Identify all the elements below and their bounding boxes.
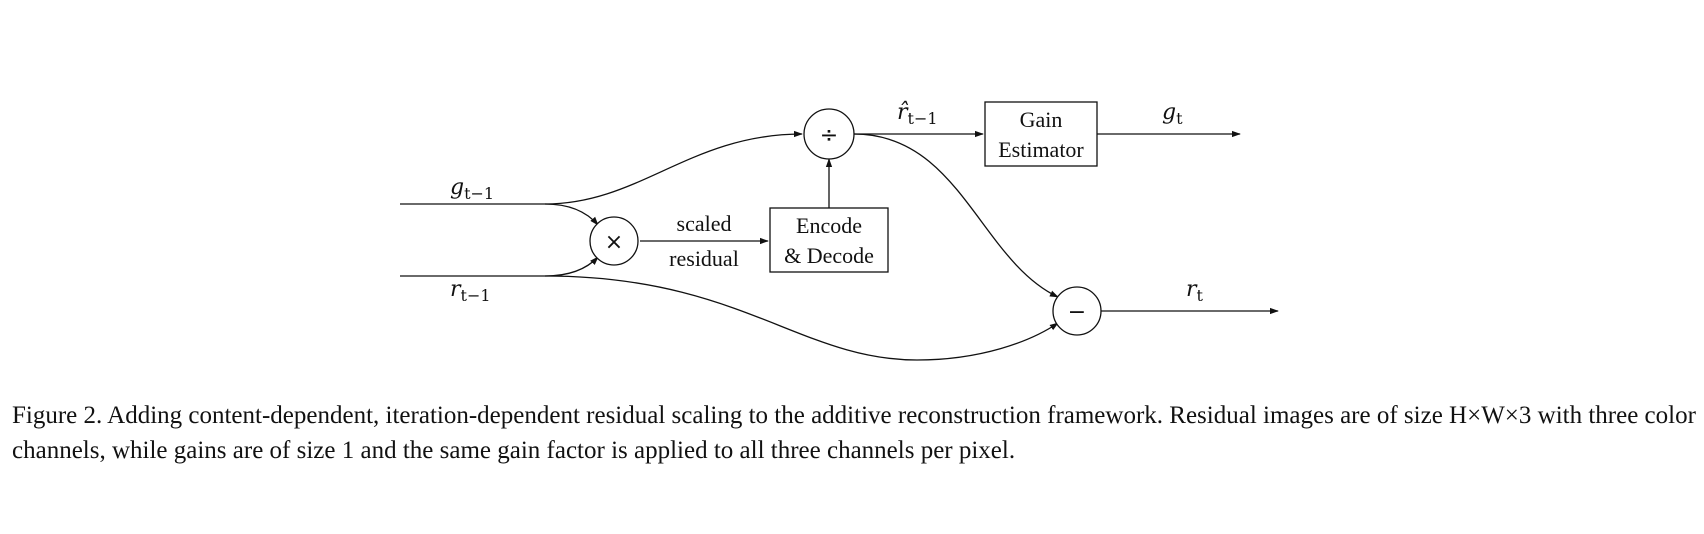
gain-prev-label: gt−1 bbox=[450, 175, 494, 203]
wire-gain-to-multiply bbox=[544, 203, 599, 226]
gain-out-base: g bbox=[1162, 100, 1176, 125]
scaled-residual-label-line2: residual bbox=[669, 246, 739, 271]
rhat-label: r̂t−1 bbox=[897, 100, 938, 128]
encode-decode-label-line1: Encode bbox=[796, 213, 862, 238]
wire-gain-to-divide bbox=[544, 130, 803, 205]
rhat-base: r̂ bbox=[897, 100, 909, 125]
subtract-symbol: − bbox=[1068, 300, 1086, 325]
divide-symbol: ÷ bbox=[820, 123, 838, 148]
residual-prev-subscript: t−1 bbox=[461, 286, 491, 305]
wire-rhat-to-subtract bbox=[853, 133, 1059, 298]
residual-out-label: rt bbox=[1186, 277, 1204, 305]
gain-out-subscript: t bbox=[1176, 109, 1183, 128]
gain-prev-subscript: t−1 bbox=[464, 184, 494, 203]
multiply-node bbox=[589, 216, 639, 266]
subtract-node bbox=[1052, 286, 1102, 336]
gain-estimator-label-line1: Gain bbox=[1020, 107, 1063, 132]
gain-estimator-label-line2: Estimator bbox=[998, 137, 1084, 162]
scaled-residual-label-line1: scaled bbox=[677, 211, 732, 236]
gain-out-label: gt bbox=[1162, 100, 1183, 128]
encode-decode-box bbox=[769, 207, 889, 273]
wire-residual-to-subtract bbox=[544, 275, 1059, 361]
multiply-symbol: × bbox=[605, 230, 623, 255]
gain-prev-base: g bbox=[450, 175, 464, 200]
residual-prev-base: r bbox=[450, 277, 462, 302]
rhat-subscript: t−1 bbox=[908, 109, 938, 128]
residual-out-base: r bbox=[1186, 277, 1198, 302]
residual-prev-label: rt−1 bbox=[450, 277, 491, 305]
figure-caption: Figure 2. Adding content-dependent, iter… bbox=[12, 402, 1696, 464]
gain-estimator-box bbox=[984, 101, 1098, 167]
residual-out-subscript: t bbox=[1197, 286, 1204, 305]
divide-node bbox=[803, 108, 855, 160]
encode-decode-label-line2: & Decode bbox=[784, 243, 874, 268]
wire-residual-to-multiply bbox=[544, 256, 599, 277]
